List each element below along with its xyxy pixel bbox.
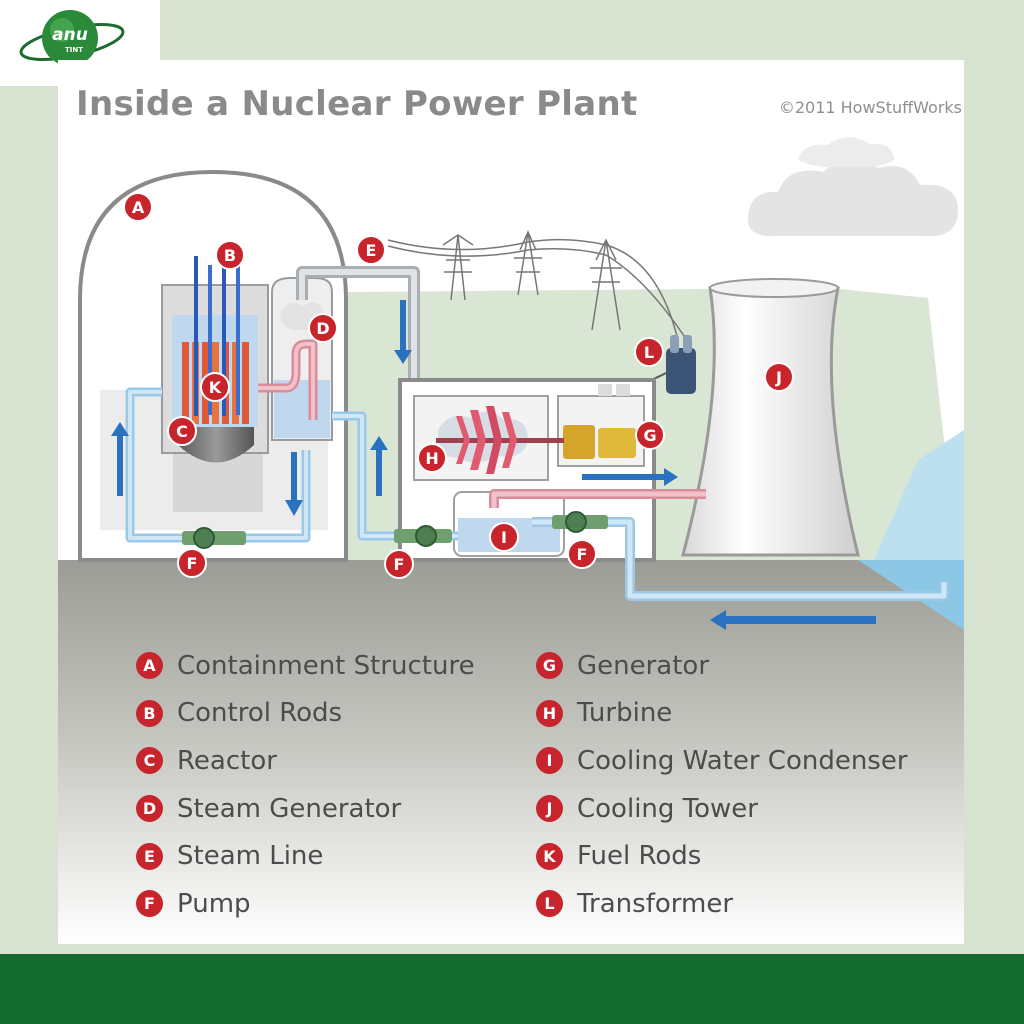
primary-hot-leg-core [258,342,315,420]
steam-line-core [299,269,417,410]
legend-badge: G [536,652,563,680]
marker-containment: A [123,192,153,222]
legend-item: I Cooling Water Condenser [536,737,908,785]
cooling-water-return-core [491,491,706,508]
marker-condenser: I [489,522,519,552]
steam-cloud-small [798,137,894,168]
legend-item: B Control Rods [136,690,475,738]
pump-cooling-water [552,511,608,533]
legend-badge: D [136,795,163,823]
steam-cloud [748,159,958,237]
marker-letter: K [209,378,222,397]
legend-label: Turbine [577,698,673,729]
legend-badge: F [136,890,163,918]
marker-letter: C [176,422,188,441]
marker-control-rods: B [215,240,245,270]
marker-generator: G [635,420,665,450]
plant-diagram: A B E D L J K C [58,137,964,944]
legend-label: Pump [177,888,251,919]
legend-column-right: G Generator H Turbine I Cooling Water Conde… [536,642,908,928]
primary-cold-leg-core [128,390,308,540]
legend-item: L Transformer [536,880,908,928]
marker-letter: I [501,528,507,547]
page-title: Inside a Nuclear Power Plant [76,84,638,124]
marker-pump-primary: F [177,548,207,578]
marker-transformer: L [634,337,664,367]
logo-text-bottom: TINT [65,46,83,54]
flow-arrows [111,300,876,630]
legend-item: K Fuel Rods [536,832,908,880]
legend-label: Containment Structure [177,650,475,681]
legend-label: Control Rods [177,698,343,729]
marker-reactor: C [167,416,197,446]
legend-label: Transformer [577,888,734,919]
marker-steam-generator: D [308,313,338,343]
legend-label: Reactor [177,745,277,776]
legend-label: Cooling Tower [577,793,758,824]
marker-turbine: H [417,443,447,473]
pump-primary [182,527,246,549]
legend-badge: A [136,652,163,680]
legend-badge: I [536,747,563,775]
marker-letter: B [224,246,236,265]
legend-item: E Steam Line [136,832,475,880]
marker-pump-cooling: F [567,539,597,569]
footer-bar [0,954,1024,1024]
legend-item: G Generator [536,642,908,690]
pump-feedwater [394,525,452,547]
legend-badge: J [536,795,563,823]
copyright-text: ©2011 HowStuffWorks [778,98,962,117]
legend-badge: K [536,842,563,870]
legend-badge: E [136,842,163,870]
legend-item: C Reactor [136,737,475,785]
legend-label: Generator [577,650,710,681]
legend-item: A Containment Structure [136,642,475,690]
cooling-tower-rim [709,278,839,298]
marker-letter: D [316,319,329,338]
legend-item: F Pump [136,880,475,928]
legend-label: Steam Generator [177,793,402,824]
legend-column-left: A Containment Structure B Control Rods C Re… [136,642,475,928]
legend-badge: H [536,699,563,727]
legend-item: D Steam Generator [136,785,475,833]
marker-steam-line: E [356,235,386,265]
legend-label: Cooling Water Condenser [577,745,908,776]
power-lines [387,230,691,346]
marker-letter: A [132,198,145,217]
marker-letter: F [187,554,198,573]
anutint-logo: anu TINT [19,10,125,66]
transformer [637,335,696,394]
legend-badge: B [136,699,163,727]
turbine [436,406,546,474]
legend-badge: C [136,747,163,775]
diagram-panel: Inside a Nuclear Power Plant ©2011 HowSt… [58,60,964,944]
reactor-vessel-bottom [178,427,254,463]
logo-text-top: anu [52,25,88,45]
marker-letter: F [577,545,588,564]
control-rods [194,256,240,416]
generator [546,384,636,459]
marker-fuel-rods: K [200,372,230,402]
marker-pump-feedwater: F [384,549,414,579]
marker-letter: E [366,241,377,260]
legend-badge: L [536,890,563,918]
marker-cooling-tower: J [764,362,794,392]
legend-item: J Cooling Tower [536,785,908,833]
legend-label: Steam Line [177,841,324,872]
marker-letter: J [775,368,782,387]
marker-letter: G [643,426,656,445]
legend-label: Fuel Rods [577,841,702,872]
marker-letter: H [425,449,438,468]
marker-letter: L [644,343,654,362]
marker-letter: F [394,555,405,574]
legend-item: H Turbine [536,690,908,738]
